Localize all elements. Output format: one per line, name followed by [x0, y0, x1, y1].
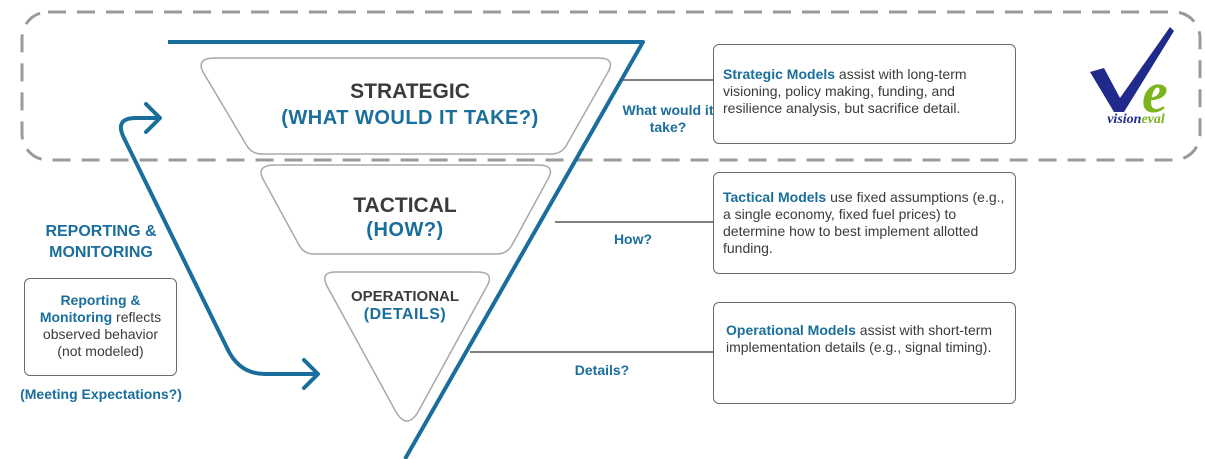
tactical-tier-shape — [260, 164, 552, 255]
strategic-text: assist with long-term visioning, policy … — [723, 66, 967, 116]
model-hierarchy-triangle — [168, 40, 645, 459]
reporting-text: reflects observed behavior (not modeled) — [42, 309, 162, 359]
logo-suffix: eval — [1141, 112, 1165, 127]
operational-question: Details? — [574, 362, 630, 378]
meeting-expectations-label: (Meeting Expectations?) — [20, 386, 182, 402]
tactical-description-box: Tactical Models use fixed assumptions (e… — [713, 172, 1016, 274]
tactical-text: use fixed assumptions (e.g., a single ec… — [723, 189, 1005, 256]
tactical-lead: Tactical Models — [723, 189, 827, 205]
operational-title: OPERATIONAL — [350, 288, 460, 305]
reporting-monitoring-box: Reporting & Monitoring reflects observed… — [24, 278, 177, 376]
visioneval-logo-mark: e — [1090, 27, 1174, 125]
feedback-loop-arrow — [119, 116, 318, 376]
feedback-arrowhead-top — [144, 102, 162, 134]
strategic-description-box: Strategic Models assist with long-term v… — [713, 44, 1016, 144]
strategic-highlight-dashed-border — [20, 10, 1202, 162]
tactical-subtitle: (HOW?) — [366, 219, 444, 241]
strategic-question: What would it take? — [622, 102, 714, 135]
tactical-title: TACTICAL — [353, 194, 457, 217]
operational-subtitle: (DETAILS) — [363, 306, 447, 323]
strategic-lead: Strategic Models — [723, 66, 836, 82]
visioneval-logo-text: visioneval — [1091, 112, 1181, 128]
operational-description-box: Operational Models assist with short-ter… — [713, 302, 1016, 404]
strategic-title: STRATEGIC — [350, 80, 470, 103]
strategic-tier-shape — [200, 57, 612, 155]
logo-prefix: vision — [1107, 112, 1142, 127]
reporting-monitoring-heading: REPORTING & MONITORING — [45, 223, 157, 261]
feedback-arrowhead-bottom — [302, 358, 320, 390]
operational-tier-shape — [324, 271, 491, 422]
strategic-subtitle: (WHAT WOULD IT TAKE?) — [281, 107, 539, 129]
operational-text: assist with short-term implementation de… — [726, 322, 993, 355]
svg-text:e: e — [1142, 60, 1168, 125]
tactical-question: How? — [613, 231, 653, 247]
operational-lead: Operational Models — [726, 322, 856, 338]
reporting-lead: Reporting & Monitoring — [39, 292, 141, 325]
